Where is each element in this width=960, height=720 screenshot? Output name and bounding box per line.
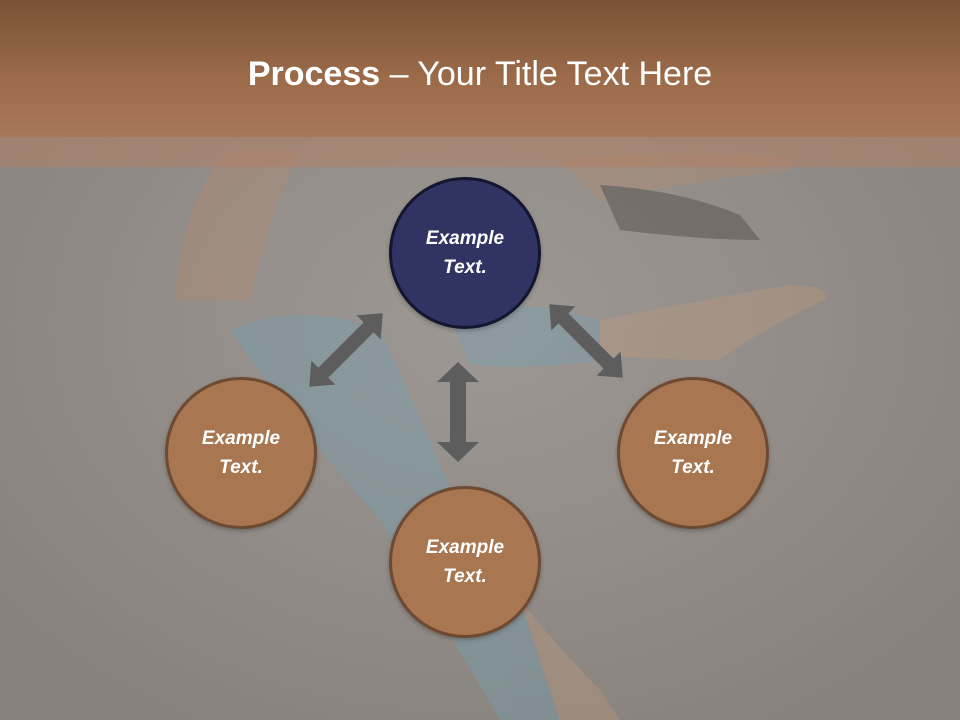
slide-title-bold: Process	[247, 55, 381, 93]
double-arrow-icon	[549, 304, 623, 378]
node-top-text: Example Text.	[425, 228, 505, 278]
node-right-text: Example Text.	[653, 428, 733, 478]
double-arrow-icon	[437, 362, 479, 462]
title-bar-shadow-strip	[0, 137, 960, 167]
node-bottom: Example Text.	[389, 486, 541, 638]
node-top: Example Text.	[389, 177, 541, 329]
double-arrow-icon	[309, 313, 383, 387]
node-left: Example Text.	[165, 377, 317, 529]
node-bottom-text: Example Text.	[425, 537, 505, 587]
slide-title-rest: – Your Title Text Here	[380, 55, 713, 93]
node-right: Example Text.	[617, 377, 769, 529]
node-left-text: Example Text.	[201, 428, 281, 478]
slide-title: Process – Your Title Text Here	[0, 52, 960, 96]
title-bar	[0, 0, 960, 137]
